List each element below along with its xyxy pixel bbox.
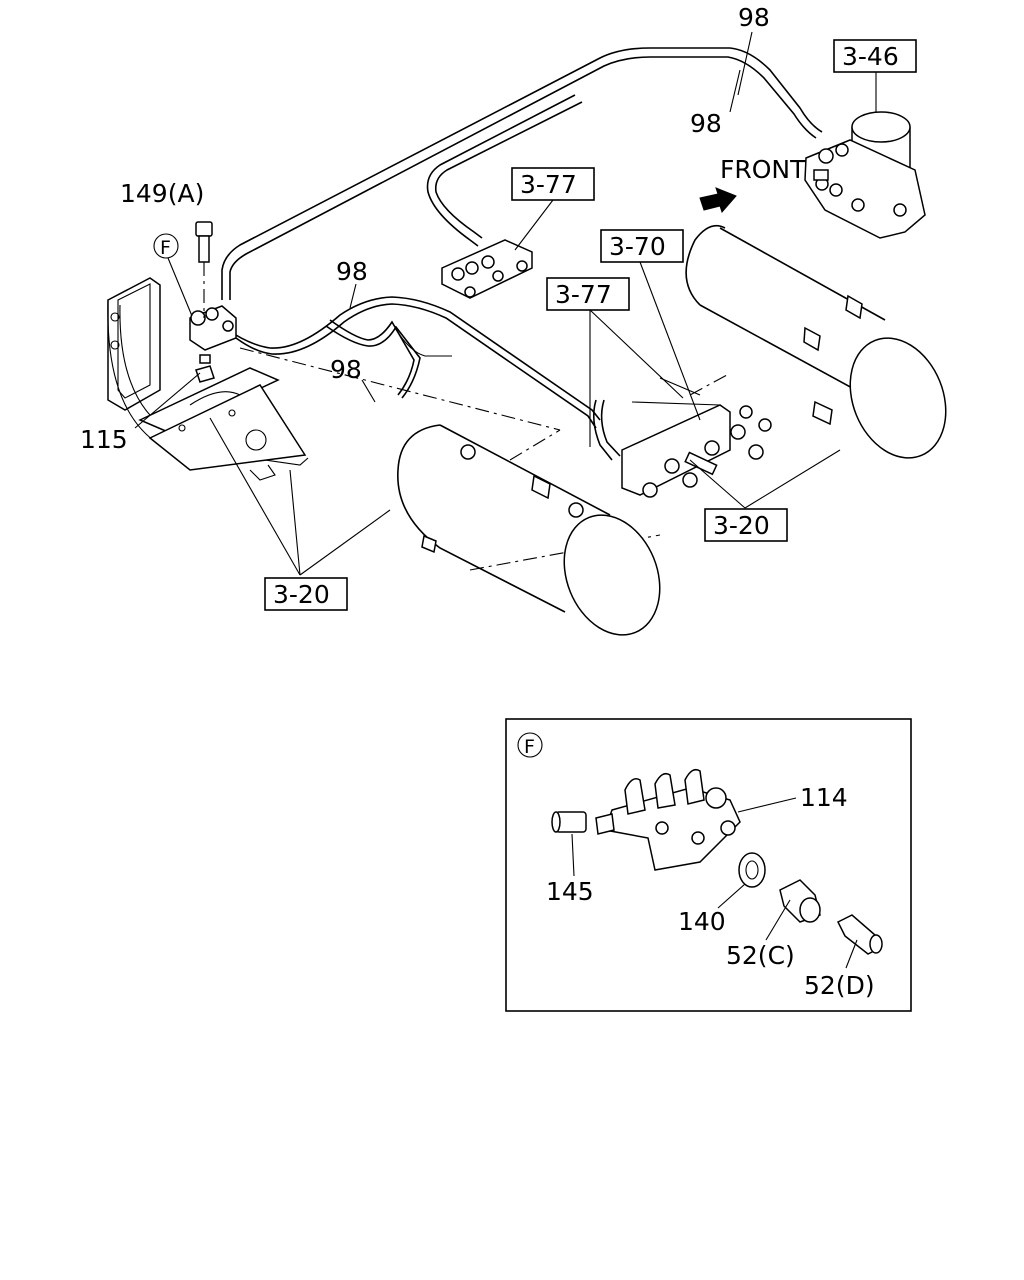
label-52d: 52(D) xyxy=(804,971,875,1000)
label-98-left: 98 xyxy=(330,355,362,384)
air-tank-left xyxy=(397,424,661,636)
ref-3-70: 3-70 xyxy=(609,232,666,261)
frame-bracket xyxy=(107,277,309,481)
ref-3-46: 3-46 xyxy=(842,42,899,71)
label-98-mid: 98 xyxy=(336,257,368,286)
ref-3-20-left: 3-20 xyxy=(273,580,330,609)
callout-f-detail: F xyxy=(524,736,535,758)
callout-f-main: F xyxy=(160,237,171,259)
front-indicator: FRONT xyxy=(699,155,806,213)
front-label: FRONT xyxy=(720,155,806,184)
detail-washer-140 xyxy=(738,852,766,888)
air-dryer xyxy=(804,111,926,239)
label-149a: 149(A) xyxy=(120,179,204,208)
label-145: 145 xyxy=(546,877,594,906)
label-98-top2: 98 xyxy=(690,109,722,138)
valve-cluster xyxy=(621,377,772,498)
leader-lines xyxy=(134,31,877,576)
detail-pin-145 xyxy=(551,811,587,833)
label-98-top: 98 xyxy=(738,3,770,32)
detail-frame xyxy=(505,718,912,1012)
air-pipes xyxy=(221,47,823,461)
detail-fitting-52c xyxy=(779,879,821,923)
ref-3-77-lower: 3-77 xyxy=(555,280,612,309)
relay-valve-upper xyxy=(441,239,533,299)
air-tank-right xyxy=(685,224,947,478)
detail-f-panel: F xyxy=(505,718,912,1012)
ref-3-20-right: 3-20 xyxy=(713,511,770,540)
main-labels: 98 98 98 98 149(A) 115 F 3-46 3-77 3-70 … xyxy=(80,3,917,611)
detail-valve-body xyxy=(595,768,741,871)
ref-3-77-upper: 3-77 xyxy=(520,170,577,199)
label-114: 114 xyxy=(800,783,848,812)
detail-fitting-52d xyxy=(836,914,883,955)
label-140: 140 xyxy=(678,907,726,936)
label-52c: 52(C) xyxy=(726,941,795,970)
valve-f-assembly xyxy=(189,221,237,383)
label-115: 115 xyxy=(80,425,128,454)
